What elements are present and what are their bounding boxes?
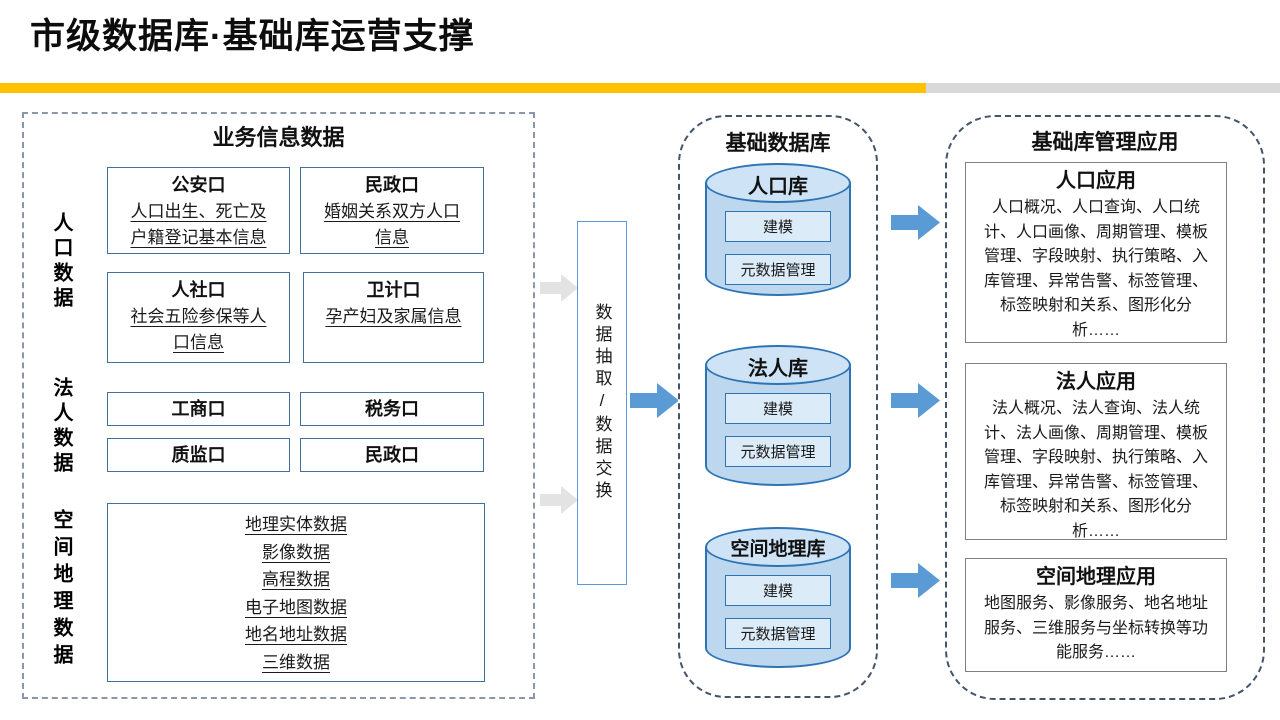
source-box-detail: 孕产妇及家属信息 (325, 307, 462, 326)
db-module-metadata: 元数据管理 (725, 618, 831, 649)
app-detail: 法人概况、法人查询、法人统计、法人画像、周期管理、模板管理、字段映射、执行策略、… (983, 400, 1208, 540)
source-box-detail: 人口出生、死亡及户籍登记基本信息 (130, 202, 267, 247)
spatial-item: 三维数据 (262, 652, 330, 672)
db-module-modeling: 建模 (725, 211, 831, 242)
source-box-header: 民政口 (365, 175, 419, 195)
blue-arrow-right-icon (891, 563, 940, 598)
app-detail: 地图服务、影像服务、地名地址服务、三维服务与坐标转换等功能服务…… (983, 595, 1208, 661)
source-box-detail: 婚姻关系双方人口信息 (324, 202, 460, 247)
business-data-panel-title: 业务信息数据 (212, 125, 345, 150)
spatial-data-box: 地理实体数据 影像数据 高程数据 电子地图数据 地名地址数据 三维数据 (107, 503, 485, 682)
app-title: 人口应用 (1056, 170, 1136, 192)
apps-panel-title: 基础库管理应用 (1031, 131, 1179, 154)
source-box-detail: 社会五险参保等人口信息 (130, 307, 267, 352)
app-box-population: 人口应用 人口概况、人口查询、人口统计、人口画像、周期管理、模板管理、字段映射、… (965, 162, 1227, 343)
db-module-modeling: 建模 (725, 575, 831, 606)
app-title: 法人应用 (1056, 371, 1136, 393)
blue-arrow-right-icon (630, 383, 679, 418)
source-box-health: 卫计口 孕产妇及家属信息 (303, 272, 484, 363)
db-cylinder-name: 空间地理库 (730, 539, 826, 560)
gray-arrow-right-icon (540, 274, 578, 302)
spatial-item: 高程数据 (262, 570, 330, 589)
db-module-metadata: 元数据管理 (725, 254, 831, 285)
app-box-spatial: 空间地理应用 地图服务、影像服务、地名地址服务、三维服务与坐标转换等功能服务…… (965, 558, 1227, 672)
spatial-item: 电子地图数据 (245, 597, 347, 617)
legal-box-quality: 质监口 (107, 438, 290, 472)
legal-box-civil-affairs: 民政口 (300, 438, 484, 472)
cylinder-top (705, 345, 851, 385)
cylinder-top (705, 163, 851, 203)
spatial-item: 影像数据 (262, 542, 330, 562)
db-cylinder-name: 人口库 (748, 176, 808, 198)
source-box-police: 公安口 人口出生、死亡及户籍登记基本信息 (107, 167, 290, 254)
spatial-item: 地理实体数据 (245, 515, 347, 534)
source-box-header: 公安口 (171, 175, 226, 195)
source-box-header: 人社口 (171, 280, 226, 300)
population-group-label: 人口数据 (50, 212, 72, 312)
app-title: 空间地理应用 (1036, 566, 1156, 588)
blue-arrow-right-icon (891, 383, 940, 418)
source-box-civil-affairs: 民政口 婚姻关系双方人口信息 (300, 167, 484, 254)
db-cylinder-legal: 法人库 建模 元数据管理 (705, 345, 851, 486)
source-box-hr-social: 人社口 社会五险参保等人口信息 (107, 272, 290, 363)
app-box-legal: 法人应用 法人概况、法人查询、法人统计、法人画像、周期管理、模板管理、字段映射、… (965, 363, 1227, 540)
page-title: 市级数据库·基础库运营支撑 (30, 17, 475, 56)
app-detail: 人口概况、人口查询、人口统计、人口画像、周期管理、模板管理、字段映射、执行策略、… (983, 199, 1208, 339)
db-cylinder-name: 法人库 (748, 358, 808, 380)
source-box-header: 卫计口 (366, 280, 421, 300)
db-module-metadata: 元数据管理 (725, 436, 831, 467)
title-gray-bar (926, 83, 1280, 93)
legal-group-label: 法人数据 (50, 377, 72, 477)
db-cylinder-population: 人口库 建模 元数据管理 (705, 163, 851, 296)
data-exchange-box: 数据抽取/数据交换 (577, 221, 627, 585)
spatial-group-label: 空间地理数据 (50, 509, 72, 671)
db-module-modeling: 建模 (725, 393, 831, 424)
blue-arrow-right-icon (891, 205, 940, 240)
gray-arrow-right-icon (540, 486, 578, 514)
legal-box-industry-commerce: 工商口 (107, 392, 290, 426)
cylinder-top (705, 527, 851, 567)
data-exchange-label: 数据抽取/数据交换 (592, 303, 612, 503)
legal-box-tax: 税务口 (300, 392, 484, 426)
title-accent-bar (0, 83, 926, 93)
db-cylinder-spatial: 空间地理库 建模 元数据管理 (705, 527, 851, 668)
base-database-panel-title: 基础数据库 (725, 132, 831, 155)
spatial-item: 地名地址数据 (245, 625, 347, 644)
